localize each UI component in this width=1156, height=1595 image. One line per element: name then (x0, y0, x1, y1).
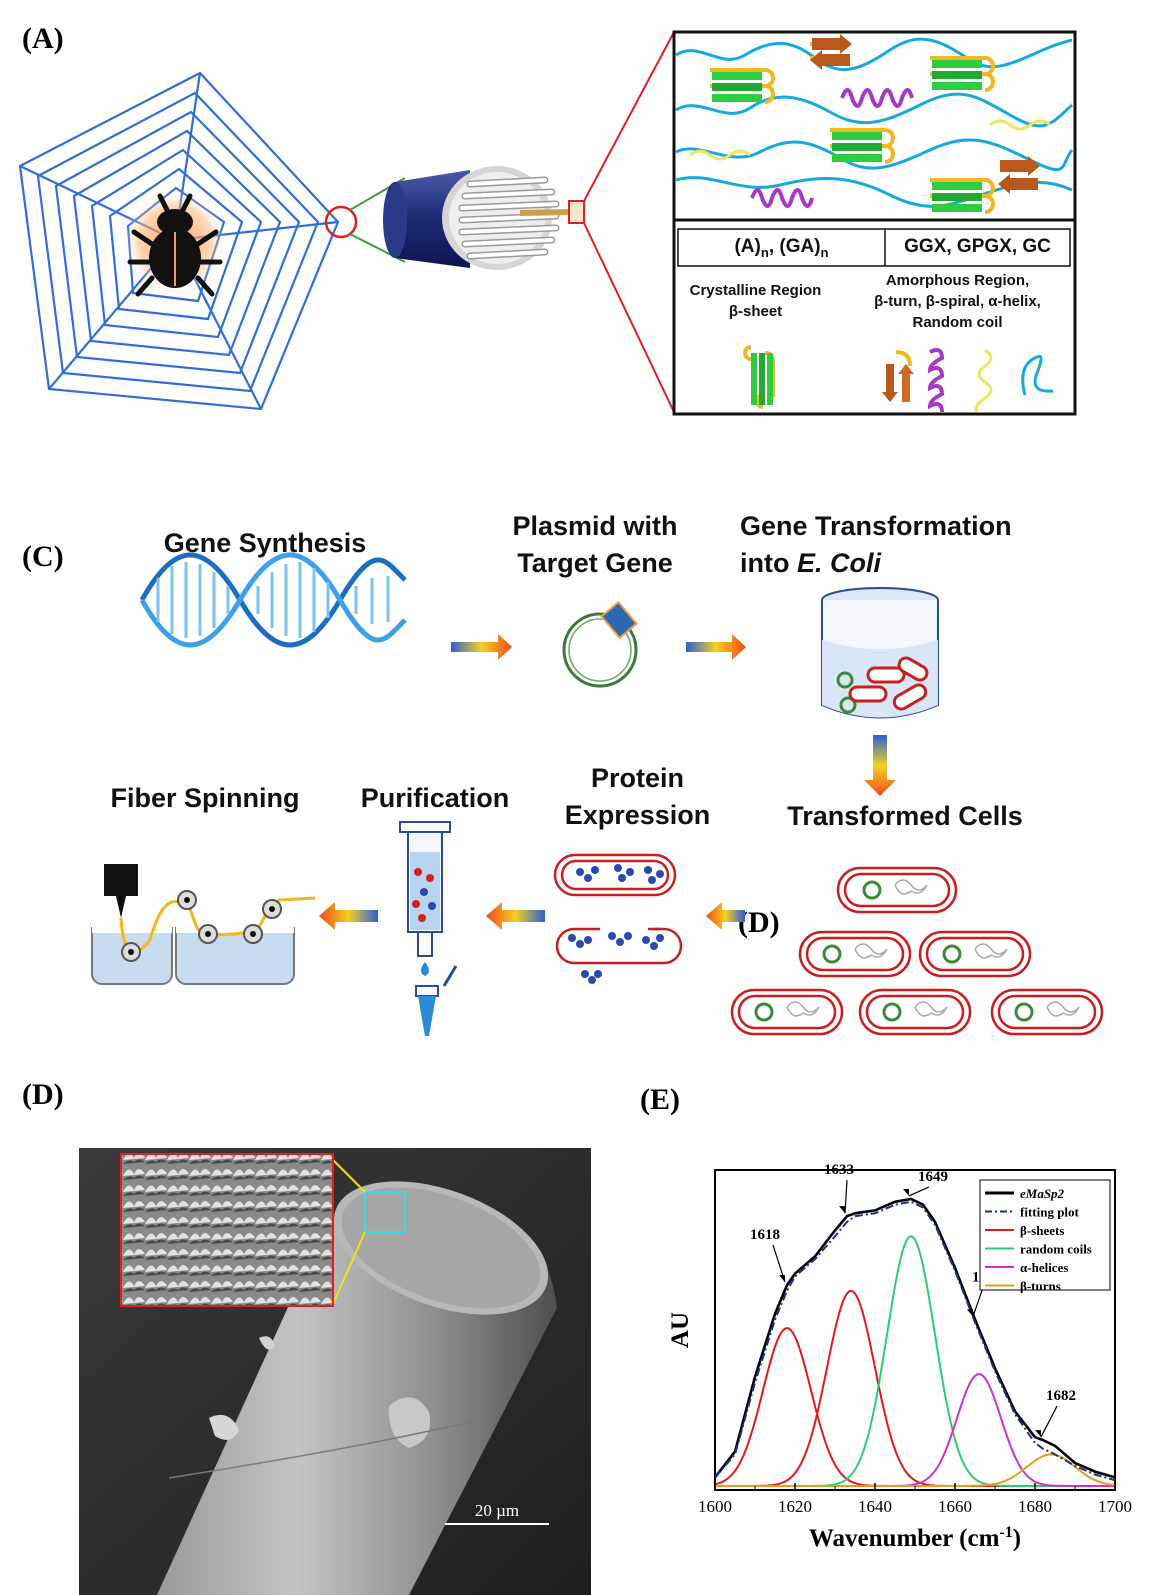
table-header-left: (A)n, (GA)n (678, 236, 885, 260)
legend-label: β-turns (1020, 1279, 1061, 1294)
legend-label: random coils (1020, 1242, 1092, 1257)
beta-turn-icons (810, 34, 1040, 194)
plasmid-line-1: Plasmid with (512, 511, 678, 541)
cell-contents (754, 879, 1080, 1022)
amorphous-region-label: Amorphous Region, β-turn, β-spiral, α-he… (855, 270, 1060, 333)
legend-label: α-helices (1020, 1260, 1068, 1275)
sem-micrograph: 20 µm (79, 1148, 591, 1595)
peak-pointer (908, 1186, 930, 1197)
component--sheets-1618 (714, 1327, 1115, 1487)
transformation-line-2: into E. Coli (740, 545, 1090, 582)
x-axis-label: Wavenumber (cm-1) (809, 1524, 1021, 1552)
spider-web (18, 71, 340, 411)
step-gene-synthesis: Gene Synthesis (163, 528, 367, 558)
panel-label-e: (E) (640, 1083, 680, 1116)
spectrum-curves (713, 1197, 1116, 1482)
amorphous-line-2: β-turn, β-spiral, α-helix, (874, 293, 1041, 310)
beaker-icon (821, 587, 939, 719)
panel-label-c: (C) (22, 540, 64, 573)
legend: eMaSp2 fitting plot β-sheets random coils α-… (979, 1179, 1111, 1294)
beta-sheet-icons (710, 56, 995, 214)
y-axis-label: AU (667, 1312, 694, 1348)
table-header-right: GGX, GPGX, GC (904, 236, 1051, 257)
peak-arrowhead (839, 1206, 845, 1214)
amorphous-line-3: Random coil (912, 314, 1003, 331)
peak-label-1649: 1649 (918, 1169, 948, 1185)
table-header-left-text: (A)n, (GA)n (734, 236, 829, 260)
x-tick-label: 1700 (1098, 1497, 1132, 1516)
step-plasmid: Plasmid with Target Gene (475, 508, 715, 582)
process-arrows (319, 634, 896, 930)
peak-label-1633: 1633 (824, 1162, 854, 1178)
transformation-prefix: into (740, 548, 797, 578)
panel-label-a: (A) (22, 22, 64, 55)
helix-icons (750, 88, 914, 208)
panel-a-diagram (18, 30, 1077, 416)
step-protein-expression: Protein Expression (540, 760, 735, 834)
bug-icon (123, 190, 227, 297)
protein-expression-icon (553, 853, 683, 984)
structure-legend-icons (743, 345, 1054, 413)
plasmid-icon (562, 600, 638, 688)
panel-c-diagram (91, 552, 1104, 1036)
peak-arrowhead (779, 1275, 785, 1283)
crystalline-line-1: Crystalline Region (689, 282, 822, 299)
panel-label-d: (D) (22, 1078, 64, 1111)
sem-inset-zoom (120, 1153, 334, 1307)
legend-label: β-sheets (1020, 1223, 1064, 1238)
peak-arrowhead (967, 1309, 973, 1317)
purification-column-icon (399, 821, 458, 1036)
sem-zoom-box (364, 1191, 406, 1233)
x-tick-label: 1600 (698, 1497, 732, 1516)
dna-helix-icon (139, 552, 407, 648)
x-tick-label: 1640 (858, 1497, 892, 1516)
x-tick-label: 1660 (938, 1497, 972, 1516)
protein-expression-line-1: Protein (590, 763, 684, 793)
transformation-line-1: Gene Transformation (740, 511, 1012, 541)
amorphous-line-1: Amorphous Region, (885, 272, 1030, 289)
x-tick-label: 1680 (1018, 1497, 1052, 1516)
protein-expression-line-2: Expression (564, 800, 711, 830)
peak-pointer (844, 1180, 848, 1214)
transformation-organism: E. Coli (796, 548, 881, 578)
curve-fitting-plot (714, 1200, 1116, 1482)
peak-label-1618: 1618 (750, 1227, 780, 1243)
legend-label: eMaSp2 (1020, 1186, 1065, 1201)
peak-pointer (1040, 1405, 1058, 1438)
step-fiber-spinning: Fiber Spinning (110, 783, 300, 813)
crystalline-line-2: β-sheet (728, 303, 783, 320)
fiber-bundle-icon (383, 166, 585, 270)
step-purification: Purification (360, 783, 510, 813)
peak-arrowhead (1035, 1430, 1041, 1438)
sequence-table-box (672, 218, 1077, 416)
peak-label-1682: 1682 (1046, 1388, 1076, 1404)
peak-arrowhead (903, 1188, 909, 1196)
curve-emasp2 (713, 1197, 1116, 1479)
ftir-chart: 1600 1620 1640 1660 1680 1700 1618 1633 1649 166… (667, 1162, 1132, 1552)
crystalline-region-label: Crystalline Region β-sheet (678, 280, 833, 322)
plasmid-line-2: Target Gene (517, 548, 673, 578)
x-tick-label: 1620 (778, 1497, 812, 1516)
step-gene-transformation: Gene Transformation into E. Coli (740, 508, 1090, 582)
fiber-spinning-icon (91, 864, 316, 985)
zoom-circle (324, 205, 358, 239)
x-axis-ticks: 1600 1620 1640 1660 1680 1700 (698, 1483, 1132, 1516)
peak-pointer (972, 1287, 984, 1317)
scale-bar-label: 20 µm (475, 1501, 519, 1520)
legend-box (979, 1179, 1111, 1291)
legend-label: fitting plot (1020, 1205, 1080, 1220)
step-transformed-cells: Transformed Cells (787, 801, 1023, 831)
